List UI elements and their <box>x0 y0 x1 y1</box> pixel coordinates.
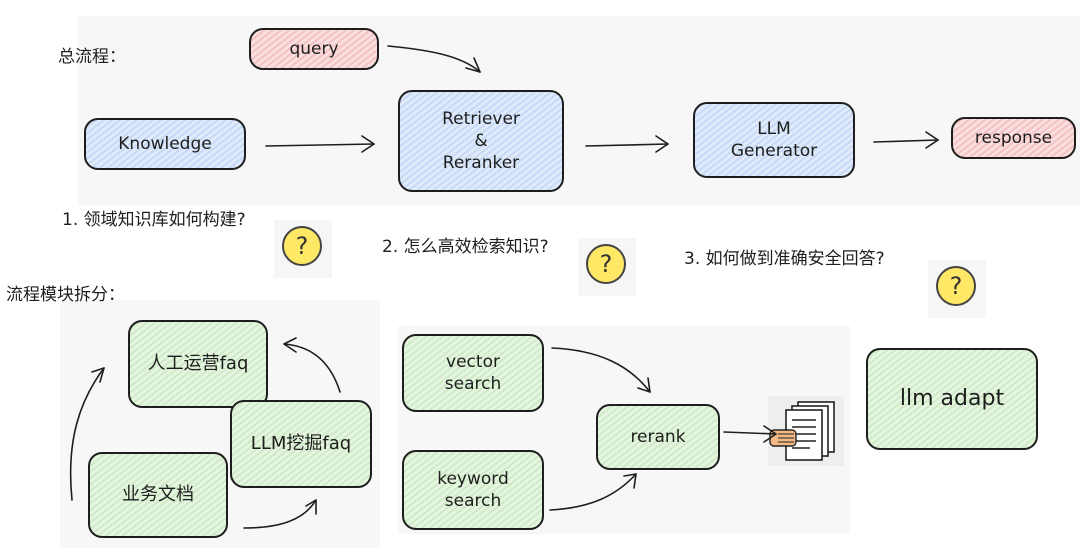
question-mark-icon: ? <box>936 266 976 306</box>
llm-line-2: Generator <box>730 141 818 161</box>
arrowhead-query-retriever <box>465 57 481 73</box>
arrowhead-docs-llm-faq <box>305 499 317 515</box>
rerank-node: rerank <box>596 404 720 470</box>
module-split-heading: 流程模块拆分： <box>6 285 125 305</box>
response-node: response <box>951 117 1076 159</box>
retriever-reranker-node: Retriever & Reranker <box>398 90 564 192</box>
retriever-line-2: & <box>474 131 488 151</box>
arrow-query-retriever <box>387 45 481 73</box>
arrow-docs-llm-faq <box>243 499 317 529</box>
question-mark-icon: ? <box>282 226 322 266</box>
keyword-search-node: keyword search <box>402 450 544 530</box>
arrowhead-llm-response <box>925 131 939 149</box>
arrowhead-keyword-rerank <box>623 473 637 489</box>
question-mark-icon: ? <box>586 244 626 284</box>
keyword-search-line-1: keyword <box>437 469 509 489</box>
llm-faq-node: LLM挖掘faq <box>230 400 372 488</box>
keyword-search-line-2: search <box>444 491 502 511</box>
manual-faq-node: 人工运营faq <box>128 320 268 408</box>
business-docs-node: 业务文档 <box>88 452 228 538</box>
question-2: 2. 怎么高效检索知识? <box>382 237 549 257</box>
llm-generator-node: LLM Generator <box>693 102 855 178</box>
arrow-retriever-llm <box>585 143 669 147</box>
arrow-vector-rerank <box>551 347 651 393</box>
arrow-rerank-docs <box>723 431 777 435</box>
arrow-keyword-rerank <box>549 473 637 511</box>
arrowhead-vector-rerank <box>637 377 651 393</box>
arrowhead-rerank-docs <box>763 425 777 443</box>
question-1: 1. 领域知识库如何构建? <box>62 210 246 230</box>
arrow-llm-response <box>873 139 939 143</box>
question-3: 3. 如何做到准确安全回答? <box>684 249 885 269</box>
arrow-llmfaq-manual-faq <box>283 343 341 393</box>
overall-flow-heading: 总流程： <box>58 47 126 67</box>
retriever-line-1: Retriever <box>442 109 520 129</box>
vector-search-line-2: search <box>444 374 502 394</box>
retriever-line-3: Reranker <box>442 153 520 173</box>
arrowhead-docs-manual-faq <box>91 367 105 383</box>
vector-search-line-1: vector <box>446 352 500 372</box>
arrowhead-knowledge-retriever <box>361 135 375 153</box>
arrow-docs-manual-faq <box>69 367 105 501</box>
overview-panel <box>78 16 1080 206</box>
arrowhead-retriever-llm <box>655 135 669 153</box>
knowledge-node: Knowledge <box>84 118 246 170</box>
vector-search-node: vector search <box>402 334 544 412</box>
question-3-icon-wrap: ? <box>928 260 986 318</box>
question-1-icon-wrap: ? <box>274 220 332 278</box>
llm-adapt-node: llm adapt <box>866 348 1038 450</box>
arrow-knowledge-retriever <box>265 143 375 147</box>
arrowhead-llmfaq-manual-faq <box>283 337 297 353</box>
document-stack-icon <box>768 396 844 466</box>
query-node: query <box>249 28 379 70</box>
llm-line-1: LLM <box>757 119 791 139</box>
question-2-icon-wrap: ? <box>578 238 636 296</box>
